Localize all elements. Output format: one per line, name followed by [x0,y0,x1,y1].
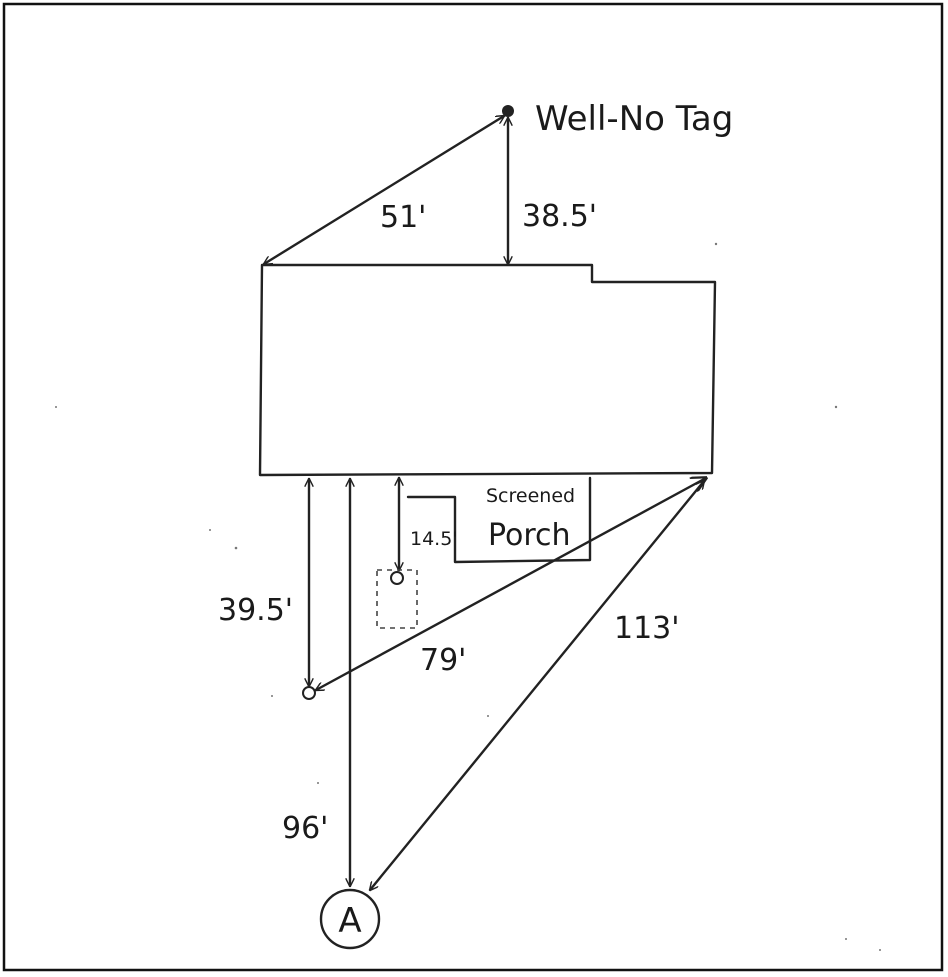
dim-diag-113: 113' [614,611,680,646]
porch-label-line2: Porch [488,518,571,553]
dim-to-a: 96' [282,811,328,846]
well-marker [502,105,514,117]
dim-well-house: 38.5' [522,199,597,234]
lower-point-marker [302,686,316,700]
dim-porch-sep: 14.5' [410,528,458,550]
dim-line-79 [316,478,706,692]
dim-line-113 [370,481,704,890]
dim-sep-lower: 39.5' [218,593,293,628]
dim-line-well-corner [264,116,504,264]
well-label: Well-No Tag [535,99,733,139]
house-outline [258,263,717,477]
marker-a-circle [319,888,381,950]
septic-marker [390,571,404,585]
marker-a: A [338,901,361,941]
dim-diag-79: 79' [420,643,466,678]
dim-well-corner: 51' [380,200,426,235]
porch-label-line1: Screened [486,485,575,507]
septic-dashed-box [376,569,418,629]
paper-speckles [55,242,881,951]
